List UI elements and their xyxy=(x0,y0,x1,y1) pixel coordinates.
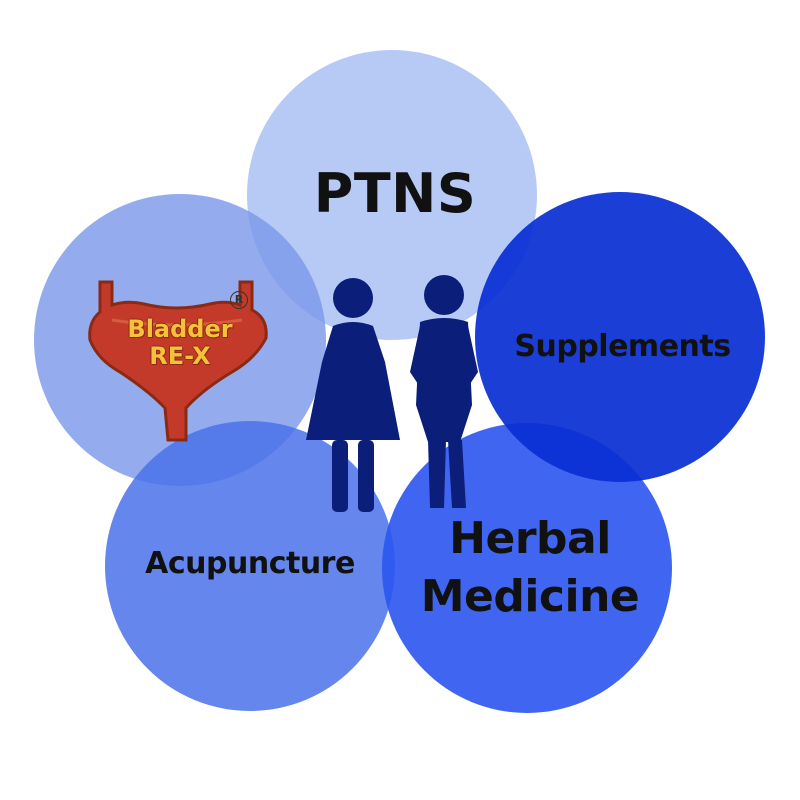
label-ptns: PTNS xyxy=(313,162,477,225)
label-herbal-line-1: Herbal xyxy=(449,513,611,564)
man-figure-icon xyxy=(410,275,478,508)
label-supplements: Supplements xyxy=(514,329,731,364)
circle-ptns xyxy=(247,50,537,340)
woman-figure-icon xyxy=(306,278,400,512)
circle-supplements xyxy=(475,192,765,482)
label-acupuncture: Acupuncture xyxy=(145,546,355,581)
logo-line-2: RE-X xyxy=(149,342,211,370)
bladder-logo-text: Bladder RE-X xyxy=(100,316,260,370)
label-herbal-medicine: Herbal Medicine xyxy=(385,510,675,626)
registered-mark: R xyxy=(230,291,248,309)
bladder-logo-icon xyxy=(88,280,268,442)
logo-line-1: Bladder xyxy=(127,315,233,343)
restroom-figures-icon xyxy=(306,275,478,512)
circle-acupuncture xyxy=(105,421,395,711)
label-herbal-line-2: Medicine xyxy=(420,571,640,622)
bladder-highlight xyxy=(111,318,243,327)
